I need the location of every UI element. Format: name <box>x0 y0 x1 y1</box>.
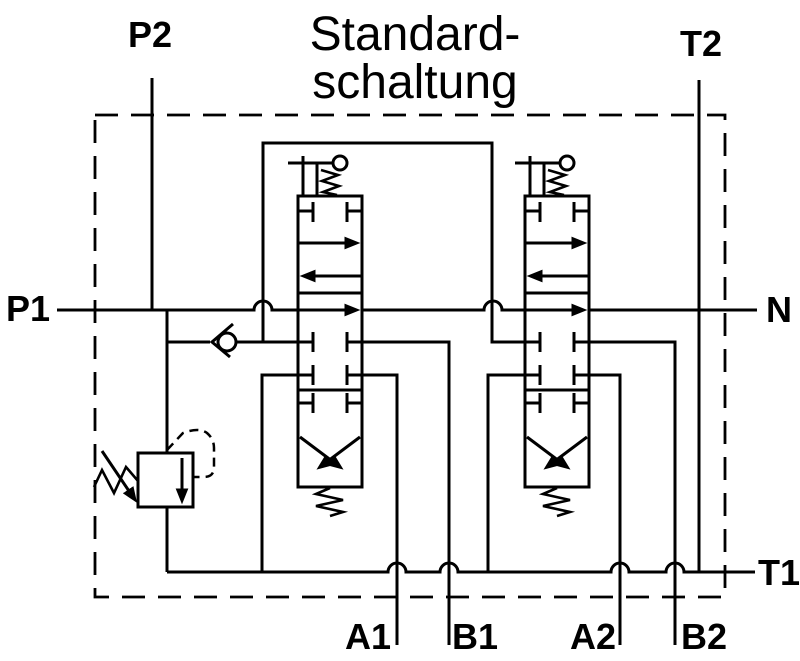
port-label-a2: A2 <box>570 616 616 657</box>
feed-gallery-line <box>261 141 525 344</box>
valve1-cross-arrow-a <box>299 435 344 470</box>
valve2-actuator-spring <box>544 168 571 197</box>
check-valve-ball <box>216 331 238 353</box>
a2-port-line <box>589 373 622 645</box>
valve2-blocked-ports <box>525 202 589 413</box>
pressure-relief-valve <box>92 428 216 509</box>
valve2-tank-line <box>486 373 525 572</box>
port-label-t1: T1 <box>758 552 800 593</box>
valve1-position-dividers <box>298 291 362 392</box>
a1-port-line <box>362 373 399 645</box>
b2-port-line <box>589 340 677 645</box>
t1-line <box>167 561 755 574</box>
pipework <box>57 78 757 645</box>
labels: Standard- schaltung P2 T2 P1 N T1 A1 B1 … <box>6 8 800 657</box>
relief-valve-spring <box>92 464 139 496</box>
valve2-position-dividers <box>525 291 589 392</box>
port-label-t2: T2 <box>680 23 722 64</box>
valve1-tank-line <box>260 373 298 572</box>
valve-block-boundary <box>93 113 727 599</box>
valve2-lever-knob <box>558 154 576 172</box>
port-label-b1: B1 <box>452 616 498 657</box>
relief-valve-adjust-arrow <box>100 450 138 503</box>
valve1-cross-arrow-b <box>316 435 361 470</box>
valve1-lever-actuator <box>288 154 349 197</box>
valve1-lever-knob <box>331 154 349 172</box>
relief-valve-pilot-line <box>166 428 216 479</box>
valve1-return-spring <box>311 486 349 518</box>
diagram-title-line-2: schaltung <box>312 56 517 109</box>
check-valve <box>209 322 238 359</box>
port-label-p2: P2 <box>128 14 172 55</box>
valve1-blocked-ports <box>298 202 362 413</box>
port-label-a1: A1 <box>345 616 391 657</box>
valve1-lever <box>288 156 333 196</box>
port-label-n: N <box>766 289 792 330</box>
port-label-p1: P1 <box>6 288 50 329</box>
b1-port-line <box>362 340 451 645</box>
p1-n-line <box>57 299 757 312</box>
valve2-cross-arrow-a <box>526 435 571 470</box>
valve2-lever-actuator <box>515 154 576 197</box>
valve2-return-spring <box>538 486 576 518</box>
valve2-lever <box>515 156 560 196</box>
diagram-title-line-1: Standard- <box>310 8 521 61</box>
directional-valve-2 <box>515 154 591 518</box>
relief-valve-body <box>136 451 195 509</box>
port-label-b2: B2 <box>681 616 727 657</box>
valve1-actuator-spring <box>317 168 344 197</box>
directional-valve-1 <box>288 154 364 518</box>
valve2-cross-arrow-b <box>543 435 588 470</box>
